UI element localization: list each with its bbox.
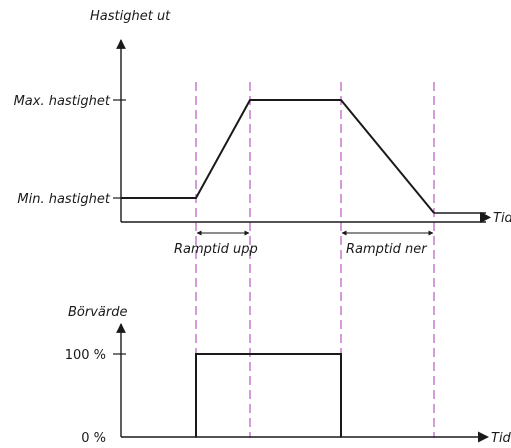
max-speed-label: Max. hastighet [14,94,111,109]
ramp-up-label: Ramptid upp [174,242,258,257]
bottom-x-axis-arrowhead [478,431,489,443]
guide-lines [195,82,435,438]
ramp-down-label: Ramptid ner [346,242,428,257]
bottom-x-axis-label: Tid [491,431,511,446]
setpoint-low-label: 0 % [81,431,106,446]
top-chart: Hastighet ut Tid Max. hastighet Min. has… [14,9,511,257]
speed-profile-curve [121,99,435,214]
bottom-chart: Börvärde Tid 100 % 0 % [65,305,511,446]
min-speed-label: Min. hastighet [17,192,111,207]
top-x-axis-arrowhead [480,212,491,223]
setpoint-high-label: 100 % [65,348,106,363]
bottom-y-axis-label: Börvärde [68,305,127,320]
top-x-axis-label: Tid [493,211,511,226]
setpoint-pulse [195,353,342,437]
top-y-axis-label: Hastighet ut [90,9,171,24]
